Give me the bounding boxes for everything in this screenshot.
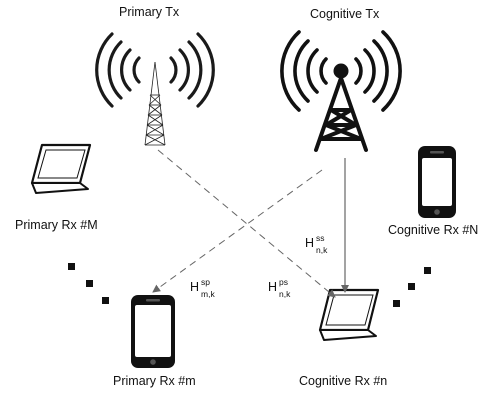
- channel-label-h-sp: H sp m,k: [190, 278, 215, 298]
- primary-tower-icon: [95, 32, 215, 146]
- channel-subscript: n,k: [316, 245, 328, 255]
- interference-link-sp: [152, 169, 323, 293]
- cognitive-tower-icon: [280, 30, 402, 152]
- laptop-icon: [30, 143, 92, 194]
- channel-symbol: H: [305, 236, 315, 250]
- channel-subscript: m,k: [201, 289, 215, 299]
- channel-symbol: H: [190, 280, 200, 294]
- primary-rx-m-label: Primary Rx #m: [113, 374, 196, 388]
- laptop-icon: [318, 288, 380, 341]
- channel-symbol: H: [268, 280, 278, 294]
- cognitive-rx-N-label: Cognitive Rx #N: [388, 223, 479, 237]
- cognitive-tx-label: Cognitive Tx: [310, 7, 380, 21]
- smartphone-icon: [418, 146, 456, 218]
- cognitive-rx-n-label: Cognitive Rx #n: [299, 374, 388, 388]
- primary-rx-M-label: Primary Rx #M: [15, 218, 98, 232]
- ellipsis-dots-icon: [393, 267, 431, 307]
- channel-superscript: ps: [279, 277, 288, 287]
- smartphone-icon: [131, 295, 175, 368]
- primary-tx-label: Primary Tx: [119, 5, 180, 19]
- channel-subscript: n,k: [279, 289, 291, 299]
- channel-label-h-ss: H ss n,k: [305, 234, 327, 254]
- channel-label-h-ps: H ps n,k: [268, 278, 290, 298]
- ellipsis-dots-icon: [68, 263, 109, 304]
- channel-superscript: sp: [201, 277, 210, 287]
- interference-link-ps: [157, 149, 336, 298]
- channel-superscript: ss: [316, 233, 325, 243]
